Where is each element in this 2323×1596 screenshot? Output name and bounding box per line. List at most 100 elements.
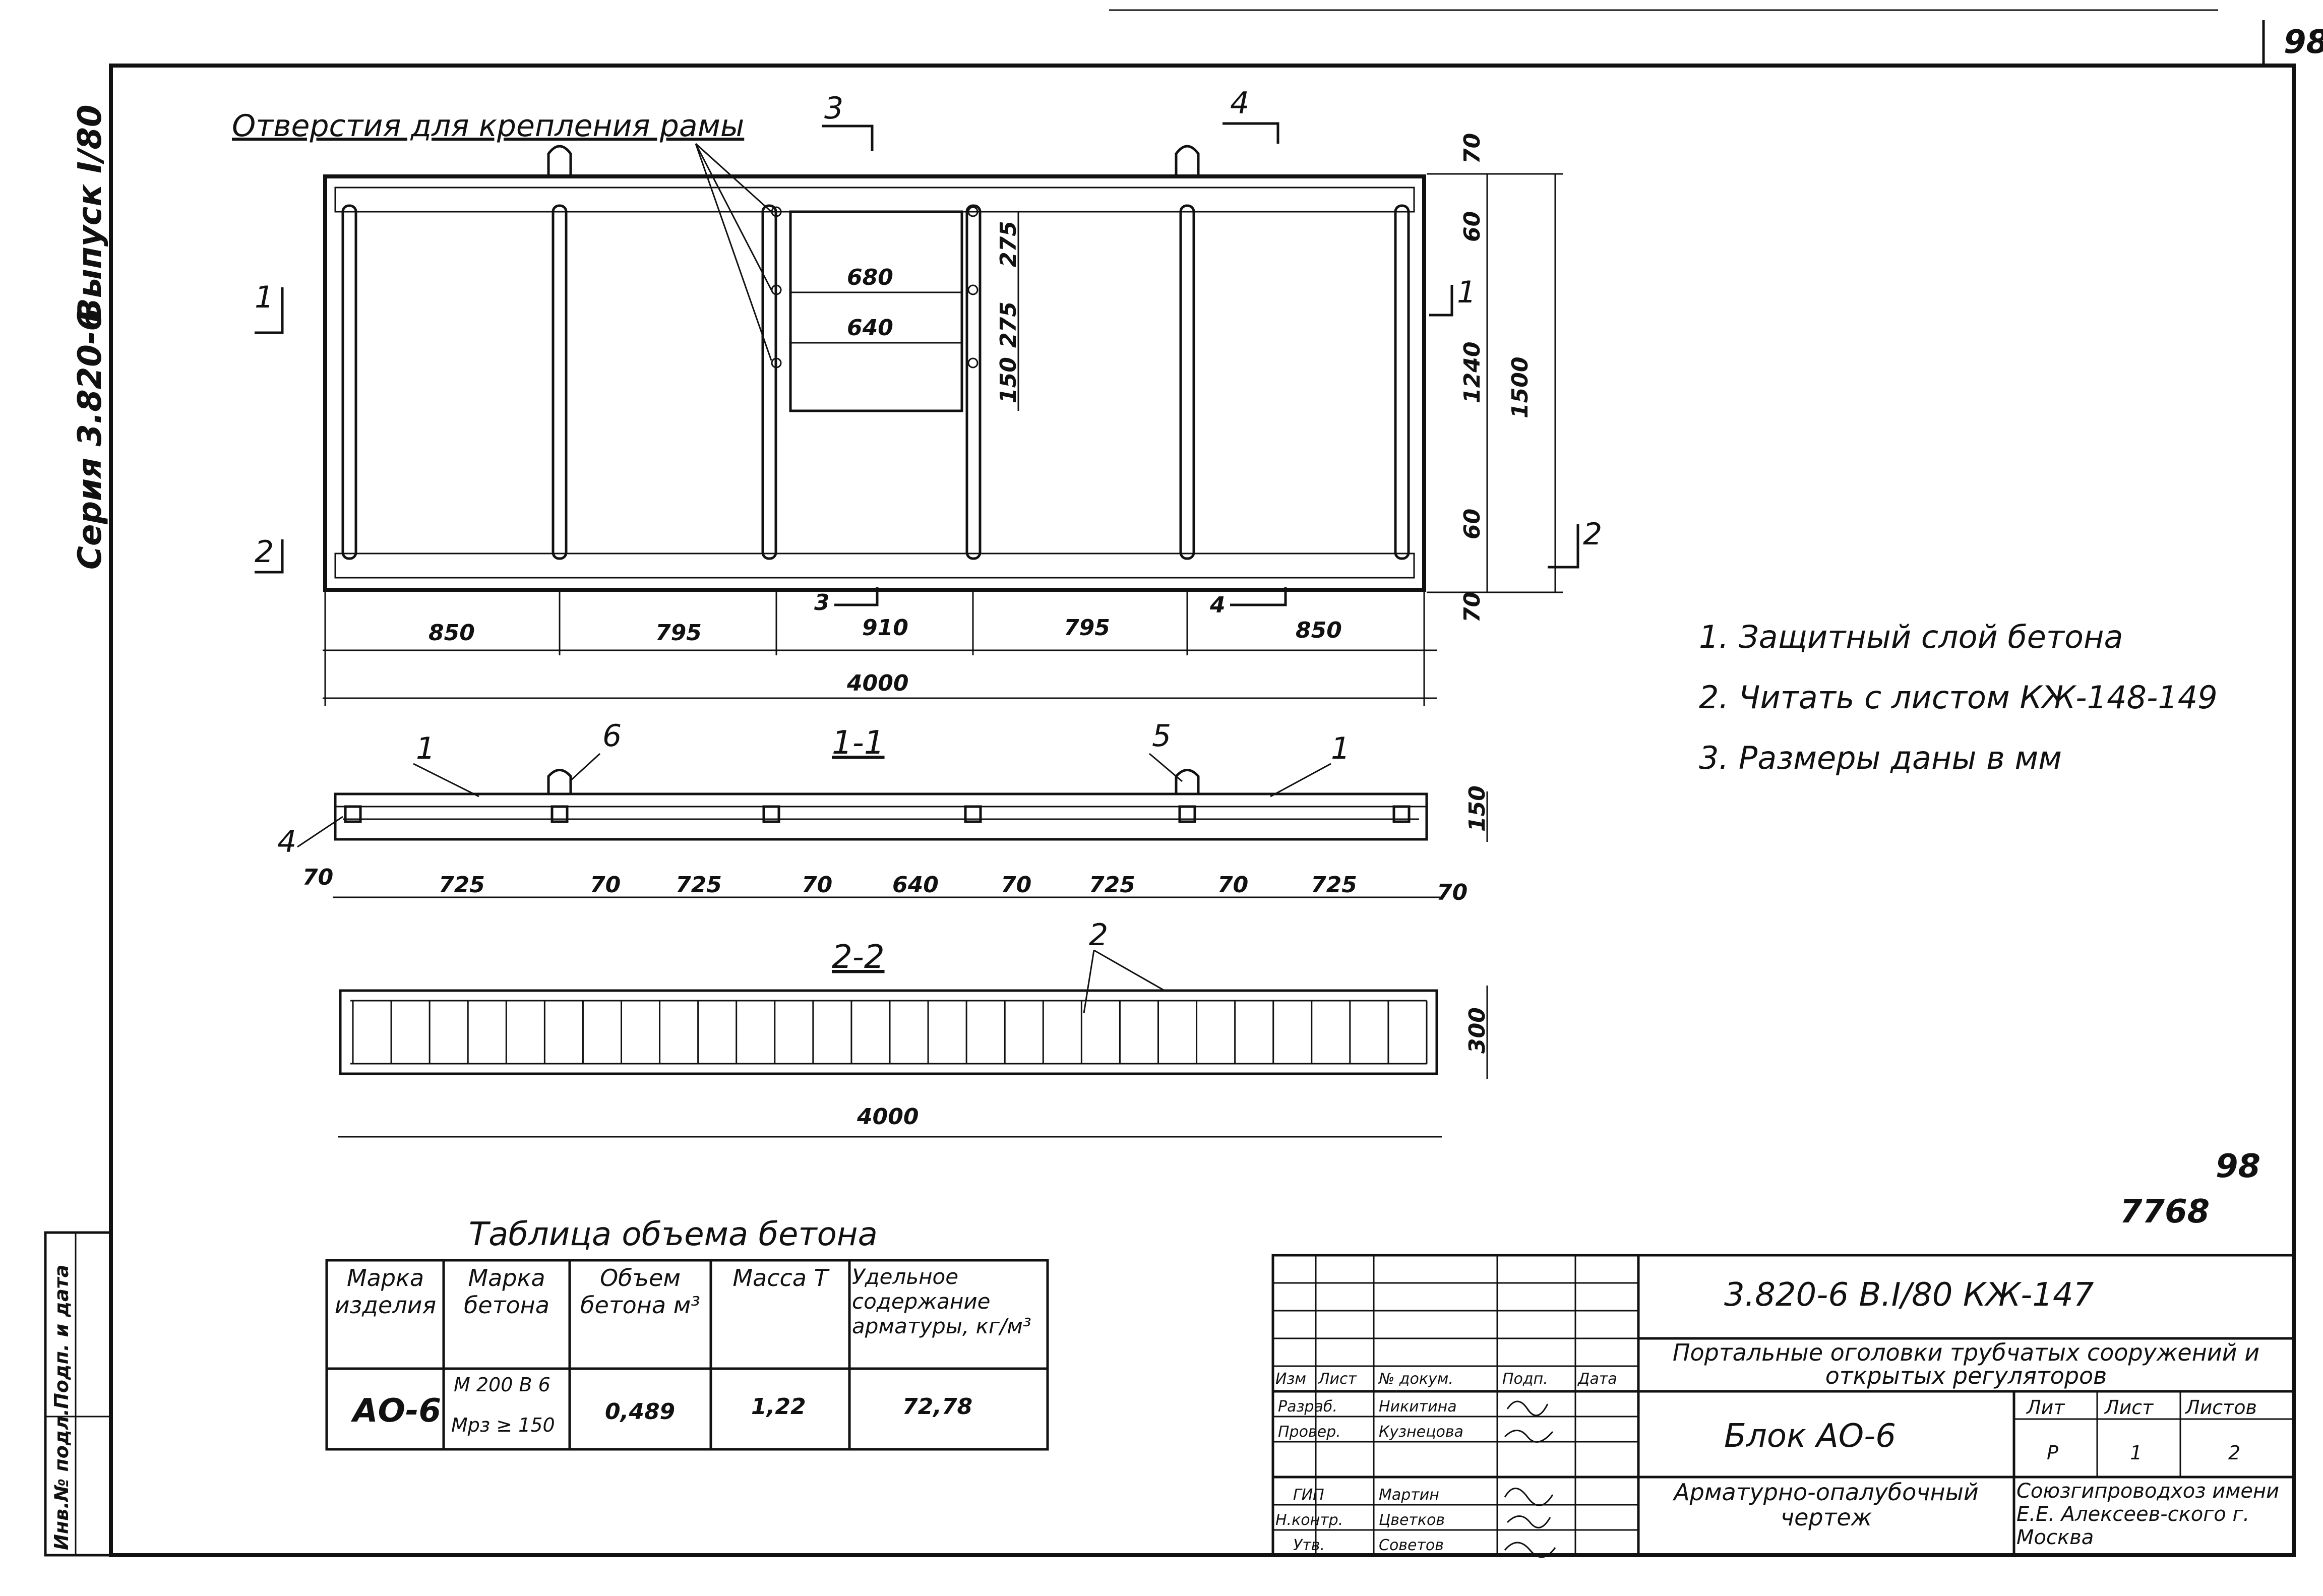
plan-rib bbox=[341, 204, 357, 560]
section-dim: 70 bbox=[1001, 872, 1031, 898]
stamp-frame bbox=[44, 1231, 112, 1557]
opening-dim-640: 640 bbox=[847, 315, 893, 341]
section-arrow bbox=[834, 587, 879, 606]
tb-role: Провер. bbox=[1278, 1423, 1341, 1441]
title-block: 3.820-6 В.I/80 КЖ-147 Портальные оголовк… bbox=[1271, 1254, 2295, 1558]
leader-line bbox=[1083, 950, 1095, 1014]
tb-stage-value: 2 bbox=[2228, 1442, 2240, 1464]
tb-code: 3.820-6 В.I/80 КЖ-147 bbox=[1724, 1276, 2094, 1314]
section-mark: 3 bbox=[814, 590, 830, 616]
leader-line bbox=[413, 763, 479, 797]
leader-line bbox=[1093, 949, 1165, 992]
right-dim: 70 bbox=[1459, 592, 1485, 623]
cell-volume: 0,489 bbox=[605, 1399, 675, 1425]
cell-mark: АО-6 bbox=[350, 1392, 441, 1430]
tb-name: Цветков bbox=[1379, 1511, 1445, 1529]
note: 1. Защитный слой бетона bbox=[1699, 619, 2123, 655]
leader-line bbox=[297, 816, 343, 848]
inner-dim: 275 bbox=[996, 221, 1021, 267]
series-label: Серия 3.820-6 bbox=[72, 309, 109, 570]
inner-dim: 150 bbox=[996, 357, 1021, 403]
lifting-loop bbox=[547, 769, 572, 794]
inner-dim: 275 bbox=[996, 301, 1021, 348]
tb-role: Н.контр. bbox=[1275, 1511, 1343, 1529]
section-2-2: 2-2 2 300 4000 bbox=[338, 917, 1490, 1138]
section-dim: 70 bbox=[1437, 880, 1468, 905]
fixing-hole bbox=[771, 284, 782, 295]
title-block-frame bbox=[1271, 1254, 2295, 1557]
leader-line bbox=[1149, 753, 1183, 782]
sheet-frame bbox=[109, 64, 2296, 1557]
stamp-label: Подп. и дата bbox=[50, 1265, 73, 1409]
tb-stage-header: Лист bbox=[2104, 1396, 2154, 1419]
plan-rib bbox=[552, 204, 568, 560]
tb-stage-value: Р bbox=[2047, 1442, 2058, 1464]
tb-name: Никитина bbox=[1379, 1398, 1457, 1416]
section-arrow bbox=[1222, 122, 1279, 144]
section-dim: 70 bbox=[302, 865, 333, 890]
section-mark: 2 bbox=[1583, 517, 1602, 552]
plan-rib bbox=[965, 204, 982, 560]
section-outline bbox=[339, 989, 1438, 1075]
stamp-label: Инв.№ подл. bbox=[50, 1408, 73, 1550]
table-header: Марка бетона bbox=[464, 1264, 549, 1319]
bottom-dim: 795 bbox=[655, 620, 702, 646]
signature bbox=[1506, 1515, 1551, 1528]
issue-label: Выпуск I/80 bbox=[72, 105, 109, 323]
cell-mass: 1,22 bbox=[751, 1394, 806, 1420]
bottom-dim: 795 bbox=[1064, 615, 1110, 641]
plan-rib bbox=[761, 204, 777, 560]
table-header: Марка изделия bbox=[334, 1264, 437, 1319]
section-arrow bbox=[1548, 524, 1579, 569]
leader-line bbox=[1270, 763, 1331, 797]
tb-role: Разраб. bbox=[1278, 1398, 1337, 1416]
tb-project: Портальные оголовки трубчатых сооружений… bbox=[1672, 1341, 2260, 1389]
fixing-hole bbox=[771, 206, 782, 217]
tb-drawing-type: Арматурно-опалубочный чертеж bbox=[1674, 1480, 1979, 1531]
lifting-loop bbox=[547, 145, 572, 176]
section-dim: 725 bbox=[439, 872, 485, 898]
section-mark: 3 bbox=[824, 91, 843, 126]
section-mark: 1 bbox=[255, 280, 274, 315]
corner-number: 7768 bbox=[2120, 1193, 2210, 1231]
tb-stage-header: Листов bbox=[2184, 1396, 2257, 1419]
section-mark: 4 bbox=[1209, 592, 1226, 618]
plan-outline bbox=[323, 174, 1426, 592]
cell-reinforcement: 72,78 bbox=[902, 1394, 972, 1420]
callout: 1 bbox=[1331, 731, 1350, 766]
bottom-dim: 850 bbox=[429, 620, 475, 646]
leader-line bbox=[569, 753, 601, 782]
leader-line bbox=[695, 143, 772, 361]
holes-label: Отверстия для крепления рамы bbox=[232, 108, 744, 144]
tb-name: Кузнецова bbox=[1379, 1423, 1463, 1441]
tb-name: Мартин bbox=[1379, 1486, 1439, 1504]
section-title: 1-1 bbox=[832, 724, 885, 762]
plan-rib bbox=[1179, 204, 1195, 560]
section-rib bbox=[964, 805, 982, 823]
table-header: Объем бетона м³ bbox=[580, 1264, 700, 1319]
right-dim: 70 bbox=[1459, 133, 1485, 164]
note: 2. Читать с листом КЖ-148-149 bbox=[1699, 679, 2218, 716]
callout: 2 bbox=[1089, 917, 1108, 953]
plan-bottom-rail bbox=[334, 553, 1415, 579]
section-rib bbox=[551, 805, 569, 823]
fixing-hole bbox=[967, 284, 979, 295]
lifting-loop bbox=[1175, 769, 1200, 794]
tb-col-header: Изм bbox=[1275, 1370, 1306, 1388]
section-arrow bbox=[255, 539, 284, 574]
leader-line bbox=[695, 143, 772, 290]
tb-role: ГИП bbox=[1293, 1486, 1324, 1504]
tb-stage-header: Лит bbox=[2026, 1396, 2065, 1419]
plan-view: 680 640 Отверстия для крепления рамы 3 4… bbox=[232, 86, 1602, 706]
concrete-table: Таблица объема бетона Марка изделия Марк… bbox=[325, 1216, 1049, 1451]
tb-org: Союзгипроводхоз имени Е.Е. Алексеев-ског… bbox=[2016, 1480, 2280, 1549]
tb-col-header: Подп. bbox=[1502, 1370, 1548, 1388]
callout: 5 bbox=[1152, 718, 1171, 754]
table-header: Удельное содержание арматуры, кг/м³ bbox=[852, 1264, 1031, 1338]
section-rib bbox=[1178, 805, 1196, 823]
section-arrow bbox=[1230, 587, 1287, 606]
bottom-dim: 850 bbox=[1296, 618, 1342, 643]
section-mark: 1 bbox=[1457, 275, 1476, 310]
section-title: 2-2 bbox=[832, 939, 885, 976]
tb-col-header: № докум. bbox=[1378, 1370, 1453, 1388]
